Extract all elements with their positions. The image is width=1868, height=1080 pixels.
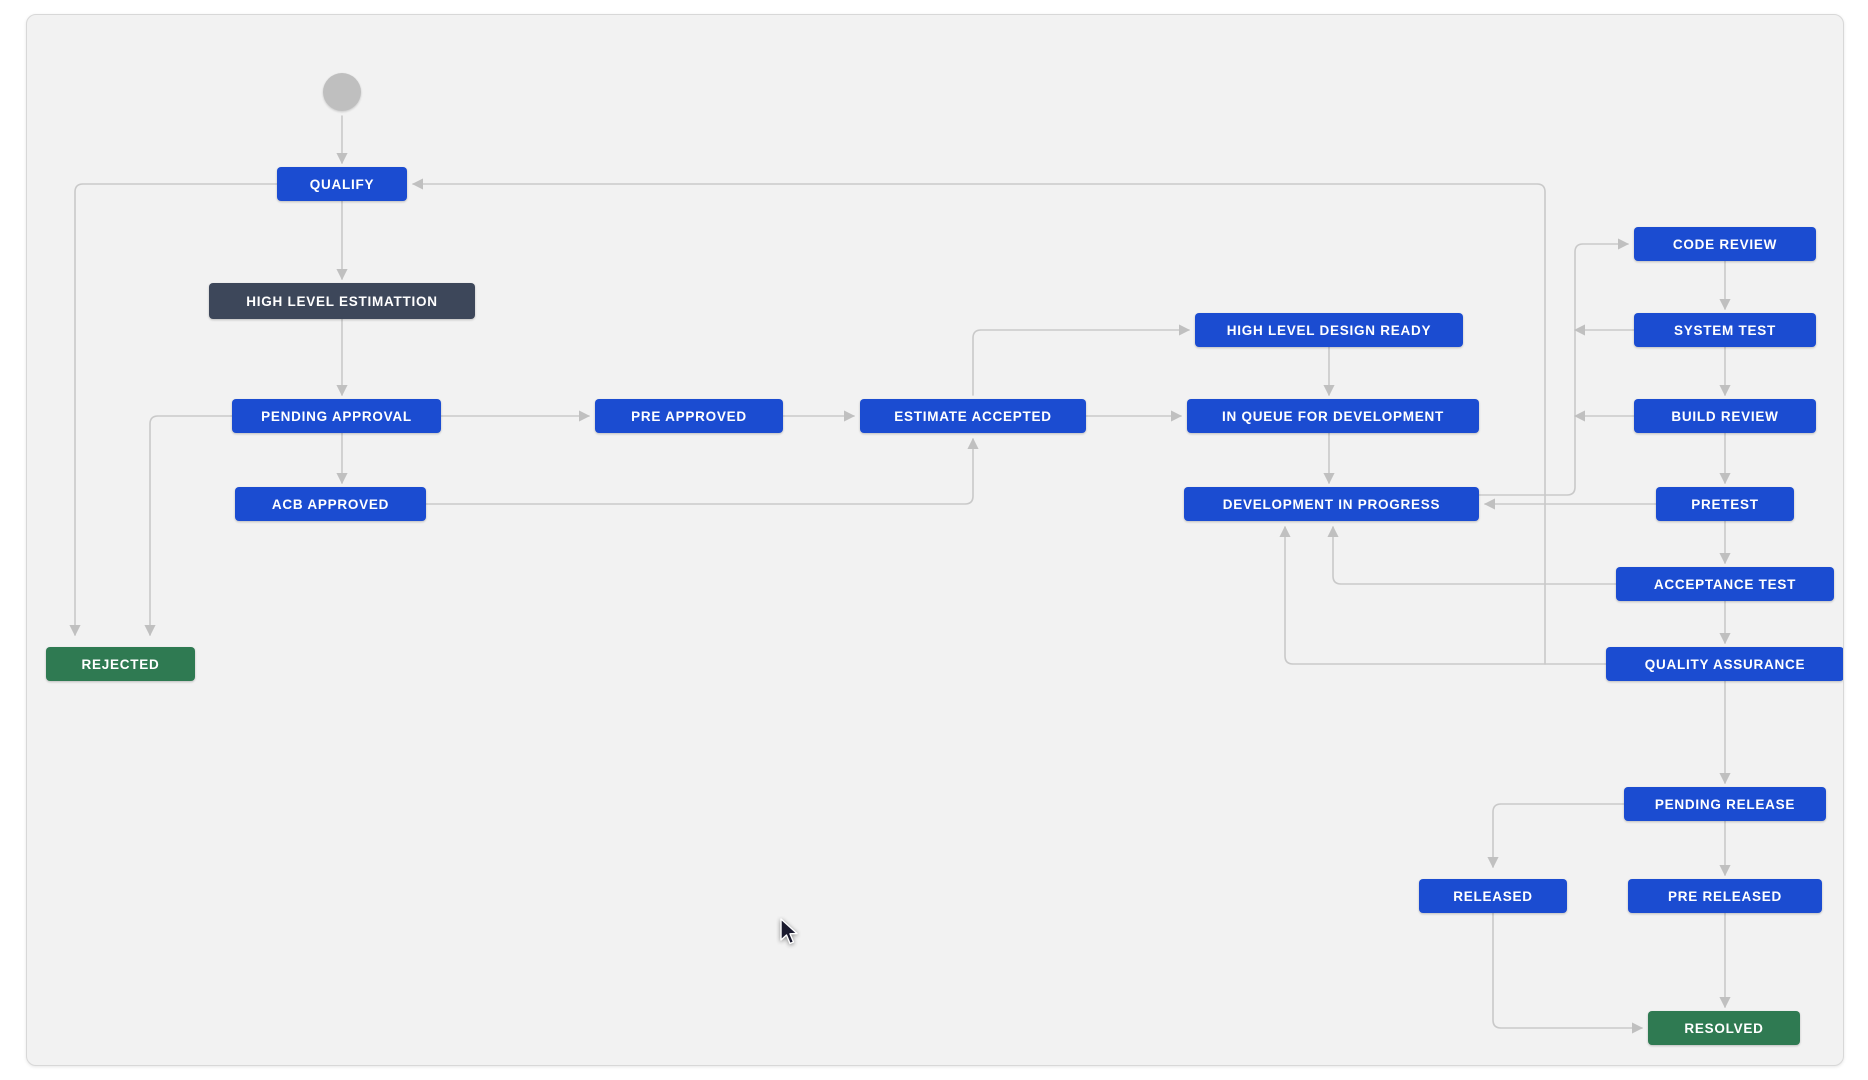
node-acceptance_test[interactable]: ACCEPTANCE TEST — [1616, 567, 1834, 601]
node-label: PRE RELEASED — [1667, 888, 1783, 904]
node-quality_assurance[interactable]: QUALITY ASSURANCE — [1606, 647, 1843, 681]
node-label: ACCEPTANCE TEST — [1653, 576, 1797, 592]
node-label: ACB APPROVED — [271, 496, 390, 512]
node-pre_approved[interactable]: PRE APPROVED — [595, 399, 783, 433]
node-label: PRE APPROVED — [631, 408, 747, 424]
node-label: SYSTEM TEST — [1673, 322, 1776, 338]
node-label: RELEASED — [1453, 888, 1533, 904]
workflow-canvas[interactable]: QUALIFY HIGH LEVEL ESTIMATTION PENDING APP… — [26, 14, 1844, 1066]
node-acb_approved[interactable]: ACB APPROVED — [235, 487, 426, 521]
node-in_queue_dev[interactable]: IN QUEUE FOR DEVELOPMENT — [1187, 399, 1479, 433]
node-estimate_accepted[interactable]: ESTIMATE ACCEPTED — [860, 399, 1086, 433]
node-build_review[interactable]: BUILD REVIEW — [1634, 399, 1816, 433]
node-released[interactable]: RELEASED — [1419, 879, 1567, 913]
node-system_test[interactable]: SYSTEM TEST — [1634, 313, 1816, 347]
node-dev_in_progress[interactable]: DEVELOPMENT IN PROGRESS — [1184, 487, 1479, 521]
node-label: CODE REVIEW — [1672, 236, 1778, 252]
node-hl_design_ready[interactable]: HIGH LEVEL DESIGN READY — [1195, 313, 1463, 347]
node-label: BUILD REVIEW — [1671, 408, 1779, 424]
node-layer: QUALIFY HIGH LEVEL ESTIMATTION PENDING APP… — [27, 15, 1843, 1065]
node-resolved[interactable]: RESOLVED — [1648, 1011, 1800, 1045]
node-pretest[interactable]: PRETEST — [1656, 487, 1794, 521]
node-label: QUALIFY — [309, 176, 375, 192]
start-marker[interactable] — [323, 73, 361, 111]
node-qualify[interactable]: QUALIFY — [277, 167, 407, 201]
node-high_level_est[interactable]: HIGH LEVEL ESTIMATTION — [209, 283, 475, 319]
node-pending_approval[interactable]: PENDING APPROVAL — [232, 399, 441, 433]
node-label: HIGH LEVEL DESIGN READY — [1226, 322, 1432, 338]
node-label: REJECTED — [81, 656, 160, 672]
node-code_review[interactable]: CODE REVIEW — [1634, 227, 1816, 261]
node-pending_release[interactable]: PENDING RELEASE — [1624, 787, 1826, 821]
node-rejected[interactable]: REJECTED — [46, 647, 195, 681]
node-label: PRETEST — [1691, 496, 1759, 512]
node-label: PENDING APPROVAL — [261, 408, 412, 424]
node-label: ESTIMATE ACCEPTED — [894, 408, 1052, 424]
node-label: QUALITY ASSURANCE — [1644, 656, 1806, 672]
node-label: RESOLVED — [1684, 1020, 1764, 1036]
node-label: HIGH LEVEL ESTIMATTION — [246, 293, 438, 309]
node-label: PENDING RELEASE — [1654, 796, 1796, 812]
node-pre_released[interactable]: PRE RELEASED — [1628, 879, 1822, 913]
node-label: DEVELOPMENT IN PROGRESS — [1222, 496, 1441, 512]
node-label: IN QUEUE FOR DEVELOPMENT — [1221, 408, 1445, 424]
